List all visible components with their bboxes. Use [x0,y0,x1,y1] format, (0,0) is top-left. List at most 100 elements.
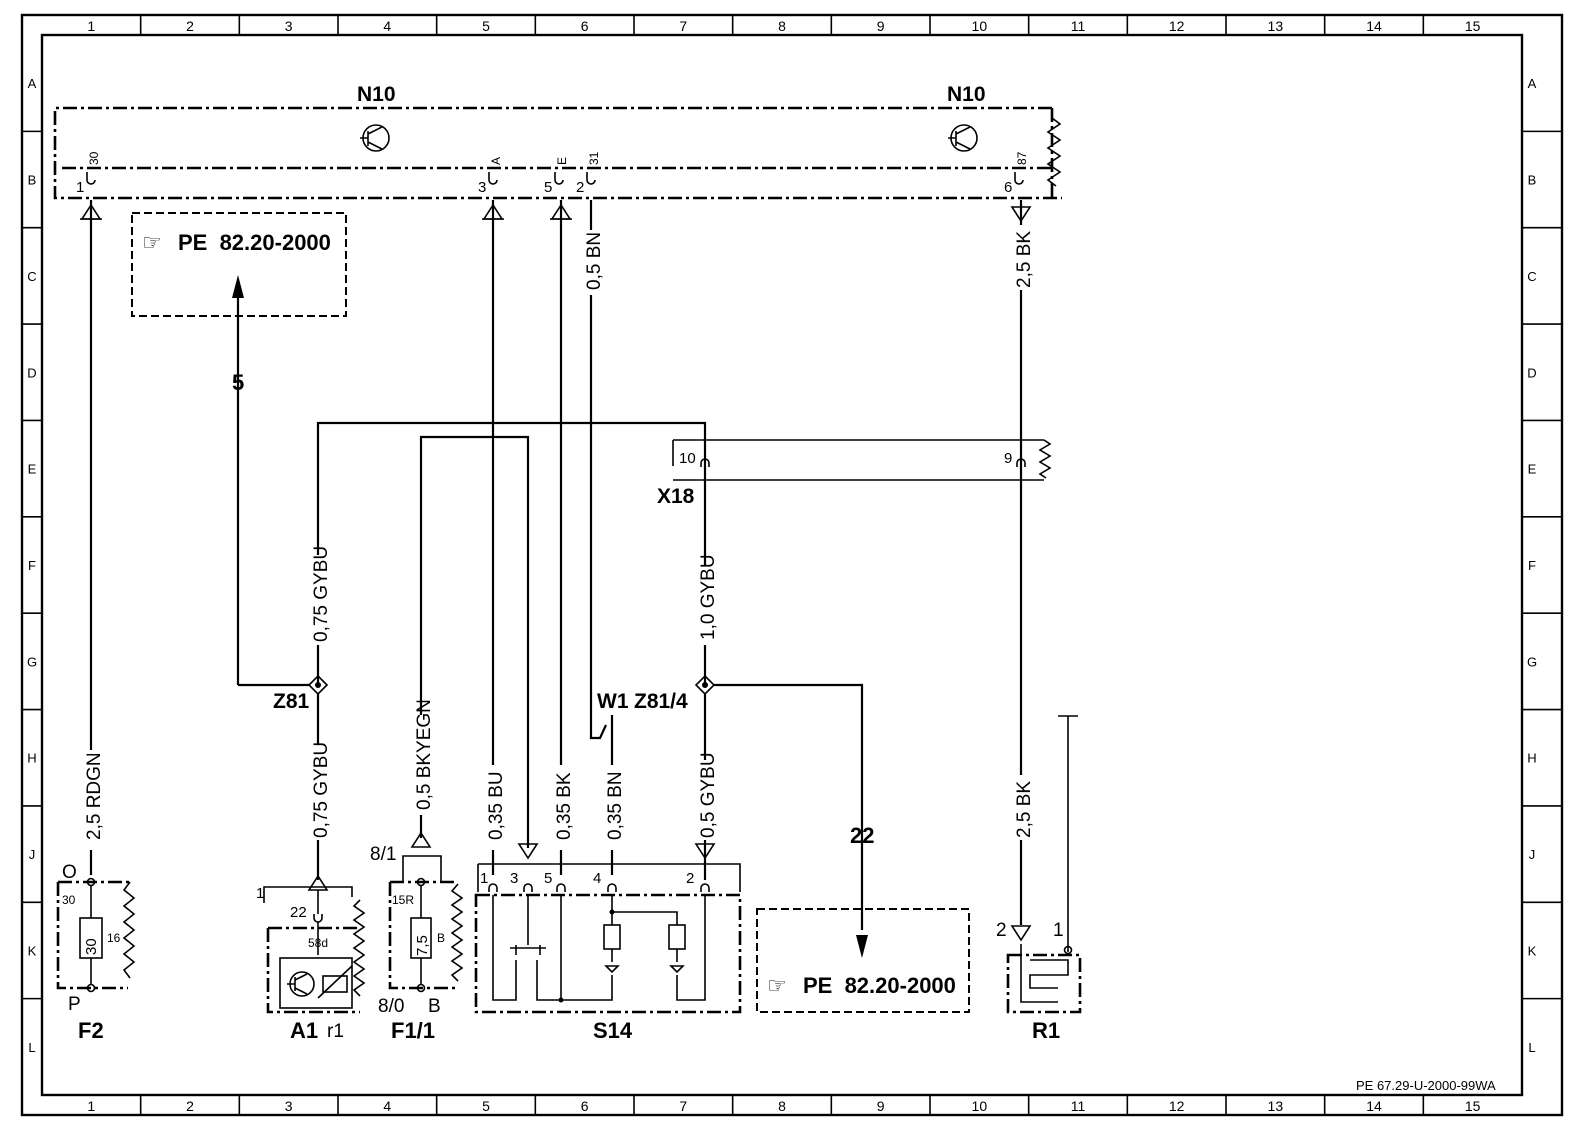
grid-column-label: 6 [581,18,589,34]
grid-column-label: 13 [1268,18,1284,34]
n10-pin-6: 6 [1004,179,1012,196]
n10-pin-3: 3 [478,179,486,196]
x18-pin-10: 10 [679,450,696,467]
grid-column-label: 3 [285,1098,293,1114]
grid-column-label: 7 [679,18,687,34]
a1-pin-1: 1 [256,885,264,902]
reference-box-bottom: ☞ PE 82.20-2000 [756,908,970,1013]
grid-row-label: C [27,269,36,284]
grid-row-label: L [28,1040,35,1055]
n10-module: N10 N10 30 1 A 3 E 5 31 2 87 6 [53,83,1062,200]
f2-pin-p: P [68,994,81,1015]
s14-pin-4: 4 [593,870,601,887]
grid-column-label: 4 [383,18,391,34]
grid-column-label: 14 [1366,1098,1382,1114]
r1-pin-2: 2 [996,920,1007,941]
r1-heater: 2 1 R1 [996,715,1082,1043]
f2-label: F2 [78,1018,104,1043]
grid-column-label: 8 [778,18,786,34]
grid-column-label: 8 [778,1098,786,1114]
n10-pin-2: 2 [576,179,584,196]
grid-row-label: C [1527,269,1536,284]
grid-row-label: G [1527,654,1537,669]
x18-label: X18 [657,485,695,508]
grid-row-label: K [1528,943,1537,958]
grid-column-label: 5 [482,1098,490,1114]
grid-column-label: 2 [186,18,194,34]
f2-pin-16: 16 [107,931,121,945]
n10-pin-31: 31 [587,151,601,165]
grid-row-label: B [1528,173,1537,188]
z81-label: Z81 [273,690,310,713]
n10-pin-a: A [489,157,503,165]
f1-1-pin-b: B [428,996,441,1017]
s14-pin-5: 5 [544,870,552,887]
a1-pin-58d: 58d [308,936,328,950]
s14-label: S14 [593,1018,633,1043]
grid-column-label: 15 [1465,1098,1481,1114]
wire-0-75-gybu-top: 0,75 GYBU [311,546,332,642]
a1-instrument-cluster: 1 22 58d A1 r1 [256,874,366,1043]
f1-1-pin-15r: 15R [392,893,414,907]
a1-label: A1 [290,1018,318,1043]
arrow-up-icon [232,275,244,298]
grid-column-label: 15 [1465,18,1481,34]
grid-row-label: E [1528,462,1537,477]
wire-0-35-bn: 0,35 BN [605,771,626,840]
x18-connector: 10 9 X18 [657,439,1052,508]
grid-row-label: G [27,654,37,669]
f1-1-fuse: 8/1 15R 7,5 B 8/0 B F1/1 [370,831,464,1043]
drawing-frame: 1122334455667788991010111112121313141415… [20,13,1564,1117]
s14-pin-2: 2 [686,870,694,887]
grid-row-label: A [28,76,37,91]
wire-0-75-gybu-bottom: 0,75 GYBU [311,742,332,838]
grid-row-label: D [27,365,36,380]
f2-pin-o: O [62,862,77,883]
grid-column-label: 10 [972,18,988,34]
n10-pin-30: 30 [87,151,101,165]
grid-row-label: A [1528,76,1537,91]
f1-1-label: F1/1 [391,1018,435,1043]
grid-column-label: 12 [1169,18,1185,34]
grid-row-label: B [28,173,37,188]
wire-2-5-rdgn: 2,5 RDGN [84,752,105,840]
w1-label: W1 [597,690,629,713]
n10-pin-1: 1 [76,179,84,196]
reference-bottom-text: PE 82.20-2000 [803,973,956,998]
n10-pin-87: 87 [1015,151,1029,165]
grid-column-label: 11 [1071,18,1086,34]
arrow-5-label: 5 [232,370,244,395]
transistor-icon [360,124,390,152]
x18-pin-9: 9 [1004,450,1012,467]
grid-column-label: 9 [877,18,885,34]
r1-label: R1 [1032,1018,1060,1043]
f2-fuse-30: 30 [83,938,100,955]
grid-row-label: F [28,558,36,573]
a1-pin-22: 22 [290,904,307,921]
grid-column-label: 11 [1071,1098,1086,1114]
grid-column-label: 6 [581,1098,589,1114]
grid-column-label: 2 [186,1098,194,1114]
f1-1-pin-8-1: 8/1 [370,844,396,865]
grid-column-label: 10 [972,1098,988,1114]
grid-row-label: F [1528,558,1536,573]
grid-row-label: L [1528,1040,1535,1055]
f2-pin-30: 30 [62,893,76,907]
n10-pin-5: 5 [544,179,552,196]
grid-row-label: H [27,751,36,766]
grid-column-label: 9 [877,1098,885,1114]
arrow-down-icon [856,935,868,958]
grid-column-label: 1 [87,1098,95,1114]
reference-top-text: PE 82.20-2000 [178,230,331,255]
grid-column-label: 12 [1169,1098,1185,1114]
a1-r1-label: r1 [327,1021,344,1042]
wire-1-0-gybu: 1,0 GYBU [698,554,719,640]
wire-2-5-bk-top: 2,5 BK [1014,231,1035,288]
wire-0-5-bkyegn: 0,5 BKYEGN [414,699,435,810]
pointing-hand-icon: ☞ [767,973,787,998]
wire-0-5-bn: 0,5 BN [584,232,605,290]
grid-row-label: E [28,462,37,477]
wire-0-35-bu: 0,35 BU [486,771,507,840]
grid-row-label: J [1529,847,1536,862]
